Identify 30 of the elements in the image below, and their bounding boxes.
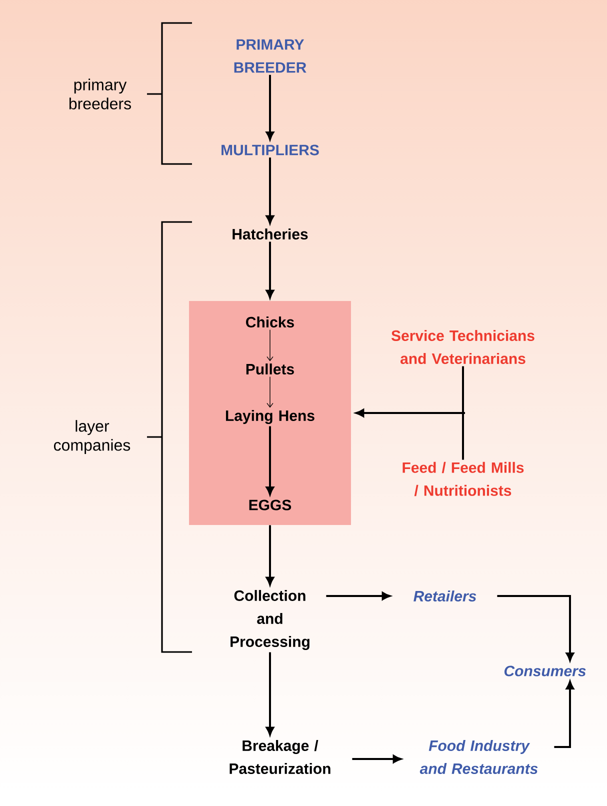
arrow bbox=[266, 525, 274, 586]
flow-label: Laying Hens bbox=[226, 410, 314, 424]
bracket-label: layer companies bbox=[54, 420, 130, 454]
bracket-label: primary breeders bbox=[69, 78, 131, 110]
flow-label: Collection and Processing bbox=[230, 590, 310, 650]
flow-label: EGGS bbox=[249, 500, 292, 510]
arrow bbox=[266, 242, 274, 298]
arrow bbox=[266, 74, 274, 140]
flow-label: Pullets bbox=[246, 364, 294, 374]
flow-label: MULTIPLIERS bbox=[222, 144, 319, 156]
arrow bbox=[554, 680, 574, 748]
flow-label: Feed / Feed Mills / Nutritionists bbox=[402, 462, 524, 496]
arrow bbox=[266, 158, 274, 224]
highlight-box bbox=[189, 301, 351, 525]
flow-label: Consumers bbox=[504, 666, 586, 676]
arrow bbox=[266, 426, 274, 496]
arrow bbox=[497, 595, 574, 662]
arrow bbox=[266, 376, 274, 408]
arrow bbox=[266, 652, 274, 736]
flow-label: Service Technicians and Veterinarians bbox=[391, 330, 534, 364]
flow-label: Breakage / Pasteurization bbox=[230, 740, 330, 774]
arrow bbox=[356, 365, 466, 461]
arrow bbox=[352, 754, 402, 764]
arrow bbox=[326, 592, 390, 600]
flow-label: PRIMARY BREEDER bbox=[234, 39, 306, 73]
flow-label: Hatcheries bbox=[232, 228, 308, 240]
flow-label: Chicks bbox=[246, 316, 294, 328]
arrow bbox=[266, 329, 274, 362]
flow-label: Food Industry and Restaurants bbox=[420, 740, 538, 774]
flow-label: Retailers bbox=[414, 590, 476, 602]
